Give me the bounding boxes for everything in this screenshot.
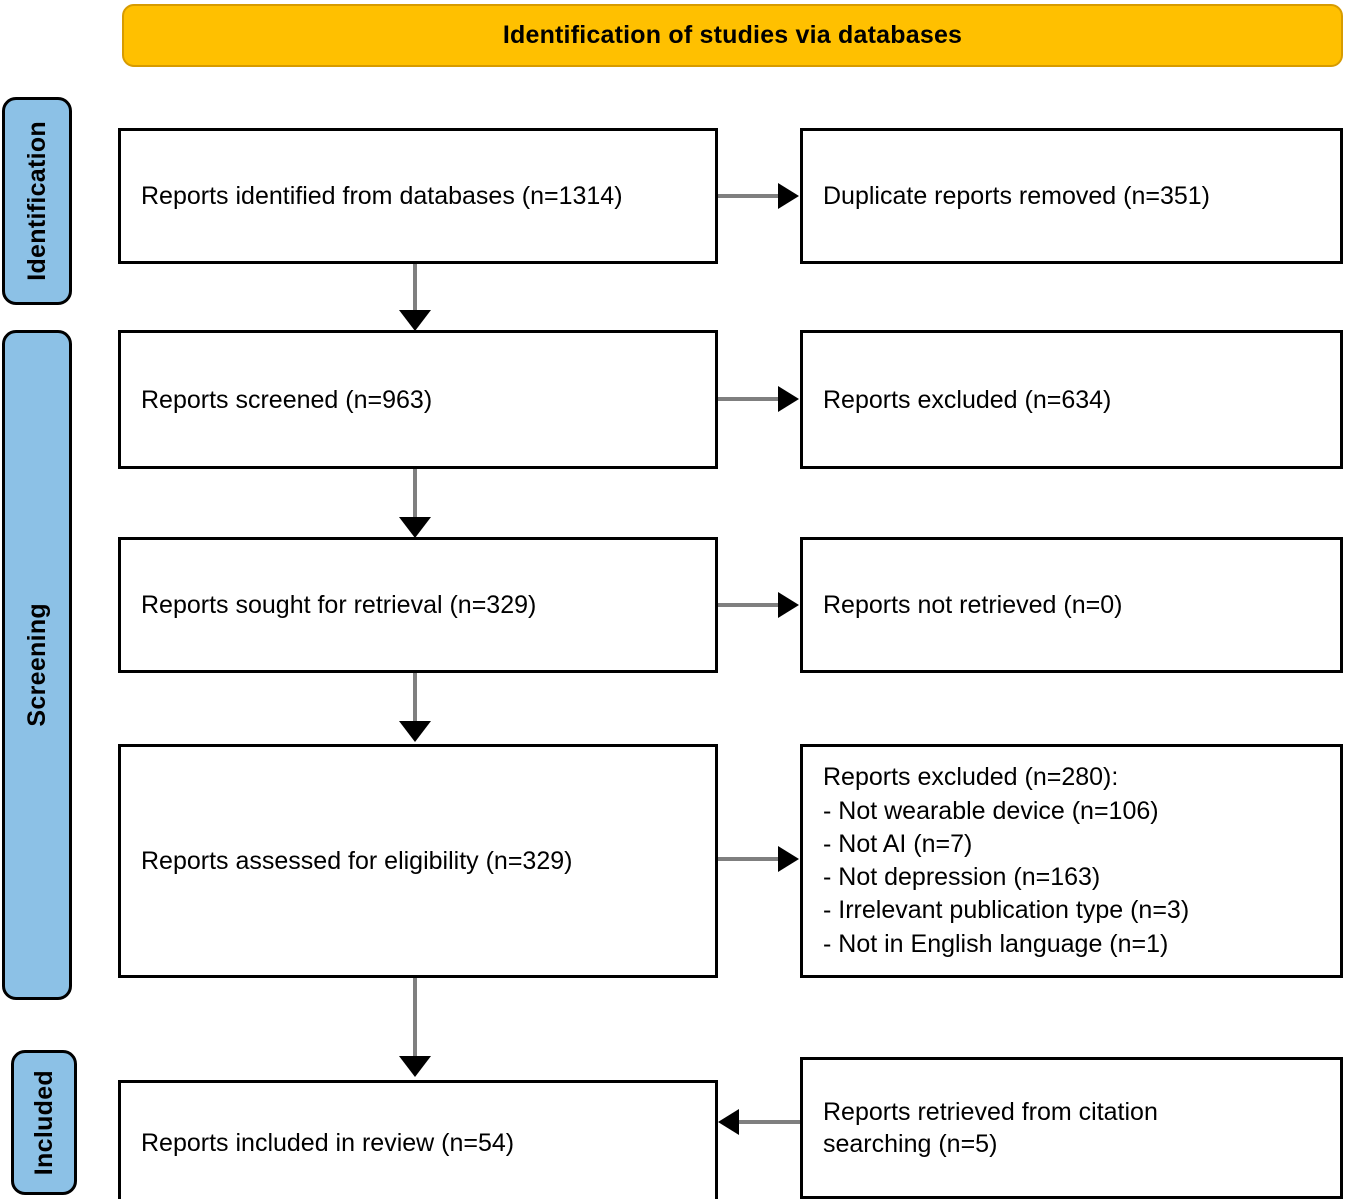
flow-box-reports-retrieved-from-citation-searching-text: Reports retrieved from citation searchin… [823,1098,1158,1158]
stage-label-included: Included [11,1050,77,1195]
arrowhead-sought-to-assessed [399,721,431,742]
connector-sought-to-assessed [413,673,417,723]
flow-box-reports-excluded-with-reasons: Reports excluded (n=280): - Not wearable… [800,744,1343,978]
stage-label-included-text: Included [29,1069,58,1176]
connector-identified-to-duplicates [718,194,780,198]
connector-assessed-to-included [413,978,417,1058]
stage-label-screening-text: Screening [22,603,51,727]
flow-box-reports-screened-text: Reports screened (n=963) [141,385,433,414]
flow-box-duplicate-reports-removed: Duplicate reports removed (n=351) [800,128,1343,264]
flow-box-reports-not-retrieved-text: Reports not retrieved (n=0) [823,591,1123,619]
arrowhead-screened-to-sought [399,517,431,538]
stage-label-identification: Identification [2,97,72,305]
flow-box-reports-assessed-for-eligibility: Reports assessed for eligibility (n=329) [118,744,718,978]
arrowhead-identified-to-duplicates [778,183,799,209]
flow-box-reports-retrieved-from-citation-searching: Reports retrieved from citation searchin… [800,1057,1343,1199]
flow-box-reports-assessed-for-eligibility-text: Reports assessed for eligibility (n=329) [141,847,573,875]
arrowhead-assessed-to-excluded-reasons [778,846,799,872]
flow-box-reports-screened: Reports screened (n=963) [118,330,718,469]
connector-screened-to-excluded [718,397,780,401]
flow-box-reports-not-retrieved: Reports not retrieved (n=0) [800,537,1343,673]
connector-identified-to-screened [413,264,417,312]
flow-box-duplicate-reports-removed-text: Duplicate reports removed (n=351) [823,182,1210,210]
arrowhead-screened-to-excluded [778,386,799,412]
arrowhead-identified-to-screened [399,310,431,331]
connector-assessed-to-excluded-reasons [718,857,780,861]
flow-box-reports-excluded-with-reasons-text: Reports excluded (n=280): - Not wearable… [823,763,1190,958]
flow-box-reports-sought-for-retrieval: Reports sought for retrieval (n=329) [118,537,718,673]
arrowhead-citation-to-included [718,1109,739,1135]
flow-box-reports-identified-text: Reports identified from databases (n=131… [141,182,623,210]
flow-box-reports-excluded-text: Reports excluded (n=634) [823,385,1112,414]
arrowhead-sought-to-not-retrieved [778,592,799,618]
diagram-header-banner: Identification of studies via databases [122,4,1343,67]
flow-box-reports-identified: Reports identified from databases (n=131… [118,128,718,264]
diagram-title: Identification of studies via databases [502,21,963,49]
connector-screened-to-sought [413,469,417,519]
arrowhead-assessed-to-included [399,1056,431,1077]
flow-box-reports-included-in-review: Reports included in review (n=54) [118,1080,718,1199]
stage-label-screening: Screening [2,330,72,1000]
flow-box-reports-included-in-review-text: Reports included in review (n=54) [141,1128,515,1157]
stage-label-identification-text: Identification [22,121,51,281]
flow-box-reports-sought-for-retrieval-text: Reports sought for retrieval (n=329) [141,591,537,619]
flow-box-reports-excluded: Reports excluded (n=634) [800,330,1343,469]
connector-sought-to-not-retrieved [718,603,780,607]
connector-citation-to-included [739,1120,800,1124]
